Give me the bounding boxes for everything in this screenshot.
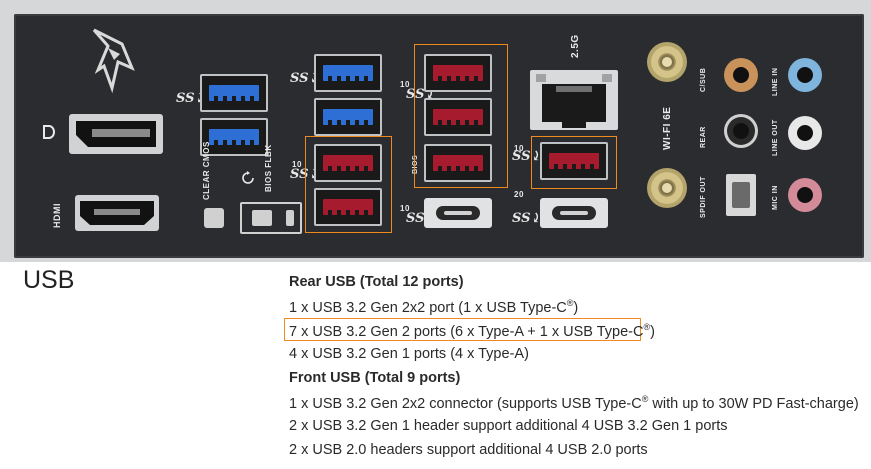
io-panel-image: HDMI SS⁠⤸ SS⁠⤸ SS⁠⤸ SS⁠⤸ SS⁠⤸ SS⁠⤸ SS⁠⤸ … [0, 0, 871, 262]
rear-usb-line-2: 7 x USB 3.2 Gen 2 ports (6 x Type-A + 1 … [289, 322, 655, 340]
front-usb-line-1-text: 1 x USB 3.2 Gen 2x2 connector (supports … [289, 395, 642, 412]
usb-a-port-red [314, 144, 382, 182]
clear-cmos-button [204, 208, 224, 228]
spdif-out-label: SPDIF OUT [700, 176, 707, 218]
registered-mark: ® [566, 298, 574, 308]
section-title: USB [23, 266, 75, 294]
spdif-out-port [726, 174, 756, 216]
front-usb-heading: Front USB (Total 9 ports) [289, 370, 461, 386]
usb-c-port [424, 198, 492, 228]
rear-usb-line-1-close: ) [573, 299, 579, 316]
usb-a-port-blue [200, 118, 268, 156]
audio-jack-line-out [788, 116, 822, 150]
rear-label: REAR [700, 126, 707, 148]
audio-jack-c-sub [724, 58, 758, 92]
audio-jack-mic-in [788, 178, 822, 212]
usb-a-port-blue [200, 74, 268, 112]
usb-ss10-icon: SS⁠⤸ [512, 149, 542, 164]
usb-c-port-20gbps [540, 198, 608, 228]
highlight-box [284, 318, 641, 341]
usb-ss10-icon: SS⁠⤸ [290, 167, 320, 182]
audio-jack-rear [724, 114, 758, 148]
usb-a-port-red [540, 142, 608, 180]
line-in-label: LINE IN [772, 67, 779, 96]
usb-a-port-red [314, 188, 382, 226]
front-usb-line-3: 2 x USB 2.0 headers support additional 4… [289, 442, 648, 458]
ss10-label: 10 [400, 80, 410, 89]
usb-a-port-red [424, 98, 492, 136]
ss10-label: 10 [292, 160, 302, 169]
line-out-label: LINE OUT [772, 119, 779, 156]
rear-usb-line-1-text: 1 x USB 3.2 Gen 2x2 port (1 x USB Type-C [289, 299, 567, 316]
audio-jack-line-in [788, 58, 822, 92]
bios-flashback-button [240, 202, 302, 234]
wifi-antenna-connector [647, 168, 687, 208]
usb-a-port-blue [314, 98, 382, 136]
highlight-box [531, 136, 617, 189]
mic-in-label: MIC IN [772, 185, 779, 210]
registered-mark: ® [641, 394, 649, 404]
lan-speed-label: 2.5G [570, 34, 581, 58]
rog-logo-icon [92, 28, 135, 94]
wifi-antenna-connector [647, 42, 687, 82]
usb-ss20-icon: SS⁠⤸ [512, 211, 542, 226]
ss20-label: 20 [514, 190, 524, 199]
hdmi-label: HDMI [52, 203, 62, 228]
highlight-box [305, 136, 392, 233]
clear-cmos-label: CLEAR CMOS [202, 141, 211, 200]
usb-ss-icon: SS⁠⤸ [176, 91, 206, 106]
displayport-port [69, 114, 163, 154]
usb-a-port-blue [314, 54, 382, 92]
usb-ss-icon: SS⁠⤸ [290, 71, 320, 86]
rear-usb-line-1: 1 x USB 3.2 Gen 2x2 port (1 x USB Type-C… [289, 298, 578, 316]
highlight-box [414, 44, 508, 188]
rear-usb-line-3: 4 x USB 3.2 Gen 1 ports (4 x Type-A) [289, 346, 529, 362]
wifi-label: WI-FI 6E [662, 106, 673, 150]
displayport-icon [43, 125, 55, 139]
front-usb-line-1: 1 x USB 3.2 Gen 2x2 connector (supports … [289, 394, 859, 412]
registered-mark: ® [643, 322, 651, 332]
refresh-icon [242, 171, 254, 184]
bios-flbk-label: BIOS FLBK [264, 144, 273, 192]
rear-usb-line-2-close: ) [650, 323, 655, 340]
usb-a-port-red [424, 54, 492, 92]
rear-usb-heading: Rear USB (Total 12 ports) [289, 274, 464, 290]
rear-usb-line-2-text: 7 x USB 3.2 Gen 2 ports (6 x Type-A + 1 … [289, 323, 644, 340]
ss10-label: 10 [400, 204, 410, 213]
usb-a-port-red-bios [424, 144, 492, 182]
hdmi-port [75, 195, 159, 231]
ss10-label: 10 [514, 144, 524, 153]
ethernet-port [530, 70, 618, 130]
c-sub-label: C/SUB [700, 67, 707, 92]
front-usb-line-1-tail: with up to 30W PD Fast-charge) [648, 395, 859, 412]
front-usb-line-2: 2 x USB 3.2 Gen 1 header support additio… [289, 418, 728, 434]
